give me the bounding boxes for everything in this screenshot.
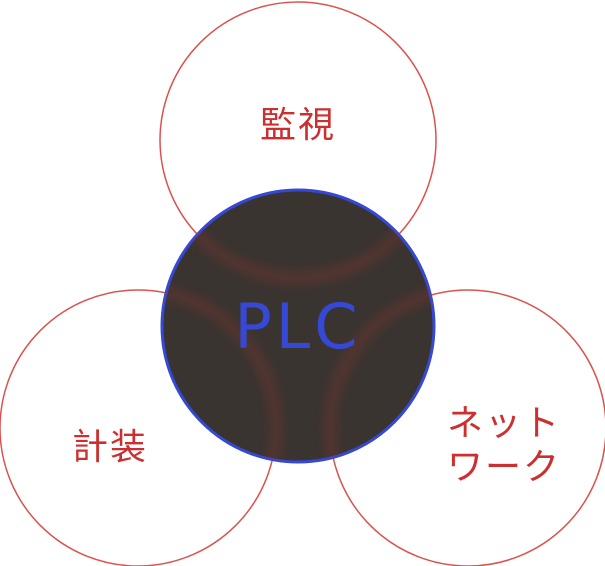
label-network-line2: ワーク [446, 447, 561, 488]
label-network-line1: ネット [446, 403, 561, 444]
label-instrumentation: 計装 [71, 427, 148, 468]
label-monitoring: 監視 [259, 105, 336, 146]
label-network: ネット ワーク [404, 402, 604, 490]
label-plc: PLC [234, 290, 362, 363]
